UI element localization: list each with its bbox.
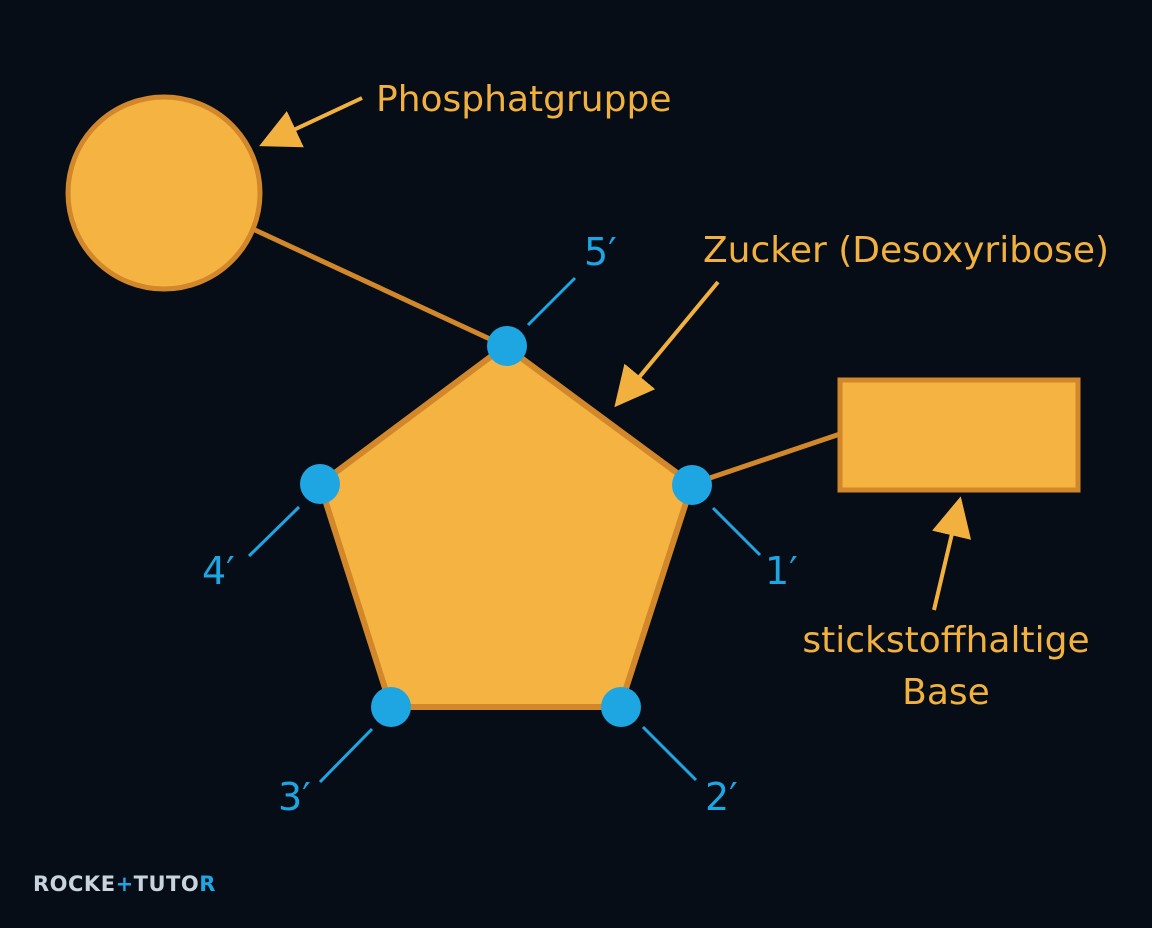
c4-label: 4′ <box>202 549 235 593</box>
phosphate-label: Phosphatgruppe <box>376 79 671 120</box>
c3-node <box>371 687 411 727</box>
c4-node <box>300 464 340 504</box>
c2-tick-line <box>641 725 698 782</box>
c1-tick-line <box>711 506 762 557</box>
base-bond-line <box>691 431 841 487</box>
brand-logo: ROCKE+TUTOR <box>33 872 216 896</box>
brand-part1: ROCKE <box>33 872 116 896</box>
base-rectangle <box>837 377 1081 493</box>
base-label-line1: stickstoffhaltige <box>802 620 1089 661</box>
c5-node <box>487 326 527 366</box>
c3-label: 3′ <box>278 775 311 819</box>
base-label-line2: Base <box>902 672 990 713</box>
c4-tick-line <box>247 505 301 558</box>
phosphate-bond-line <box>253 227 507 349</box>
brand-part2: TUTO <box>134 872 200 896</box>
c5-tick-line <box>526 276 577 327</box>
c1-label: 1′ <box>765 549 798 593</box>
phosphate-circle <box>65 94 263 292</box>
sugar-label: Zucker (Desoxyribose) <box>703 230 1109 271</box>
c5-label: 5′ <box>584 230 617 274</box>
base-arrow <box>932 496 972 611</box>
c3-tick-line <box>318 727 374 784</box>
c2-node <box>601 687 641 727</box>
brand-plus: + <box>116 872 134 896</box>
phosphate-arrow <box>259 96 363 148</box>
sugar-pentagon <box>317 343 695 710</box>
c1-node <box>672 465 712 505</box>
c2-label: 2′ <box>705 775 738 819</box>
sugar-arrow <box>614 280 720 408</box>
brand-part3: R <box>199 872 216 896</box>
